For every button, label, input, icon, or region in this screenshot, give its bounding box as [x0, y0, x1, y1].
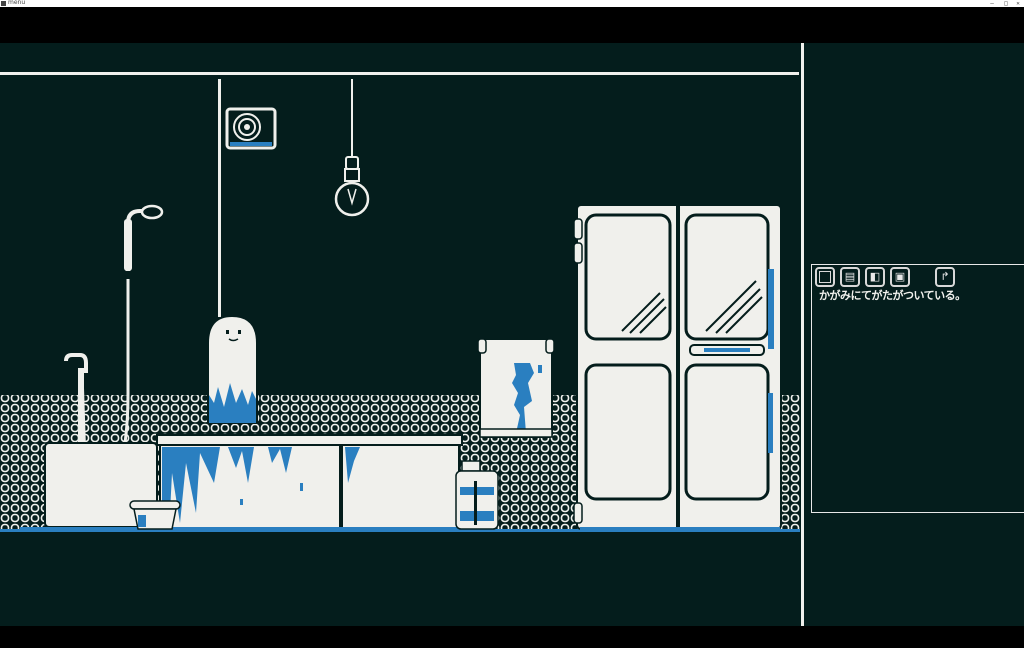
- curved-arrow-icon: ↱: [940, 270, 950, 283]
- save-button[interactable]: ▣: [890, 267, 910, 287]
- floor-line: [0, 529, 800, 532]
- bucket[interactable]: [129, 500, 181, 530]
- ceiling-line: [0, 72, 799, 75]
- box-icon: [819, 271, 831, 283]
- save-icon: ▣: [894, 270, 906, 283]
- vent-fan[interactable]: [225, 107, 277, 150]
- window-title: menu: [8, 0, 26, 6]
- window-titlebar: menu – □ ✕: [0, 0, 1024, 7]
- bathtub[interactable]: [20, 434, 480, 530]
- light-bulb[interactable]: [334, 79, 370, 217]
- memo-button[interactable]: ▤: [840, 267, 860, 287]
- book-button[interactable]: ◧: [865, 267, 885, 287]
- memo-icon: ▤: [844, 270, 856, 283]
- next-arrow-button[interactable]: ↱: [935, 267, 955, 287]
- message-text: かがみにてがたがついている。: [819, 289, 966, 302]
- minimize-icon[interactable]: –: [990, 0, 994, 7]
- app-icon: [1, 1, 6, 6]
- faucet[interactable]: [64, 353, 88, 443]
- bloody-mirror[interactable]: [477, 338, 555, 438]
- message-window: かがみにてがたがついている。: [811, 264, 1024, 513]
- shampoo-bottle[interactable]: [455, 460, 499, 530]
- game-screen: かがみにてがたがついている。 ▤ ◧ ▣ ↱: [0, 43, 1024, 626]
- maximize-icon[interactable]: □: [1004, 0, 1008, 7]
- item-box-button[interactable]: [815, 267, 835, 287]
- close-icon[interactable]: ✕: [1016, 0, 1020, 7]
- ghost[interactable]: [207, 314, 258, 424]
- hanging-rope[interactable]: [218, 79, 221, 317]
- book-icon: ◧: [869, 270, 881, 283]
- divider-line: [801, 43, 804, 626]
- cabinet[interactable]: [573, 204, 782, 530]
